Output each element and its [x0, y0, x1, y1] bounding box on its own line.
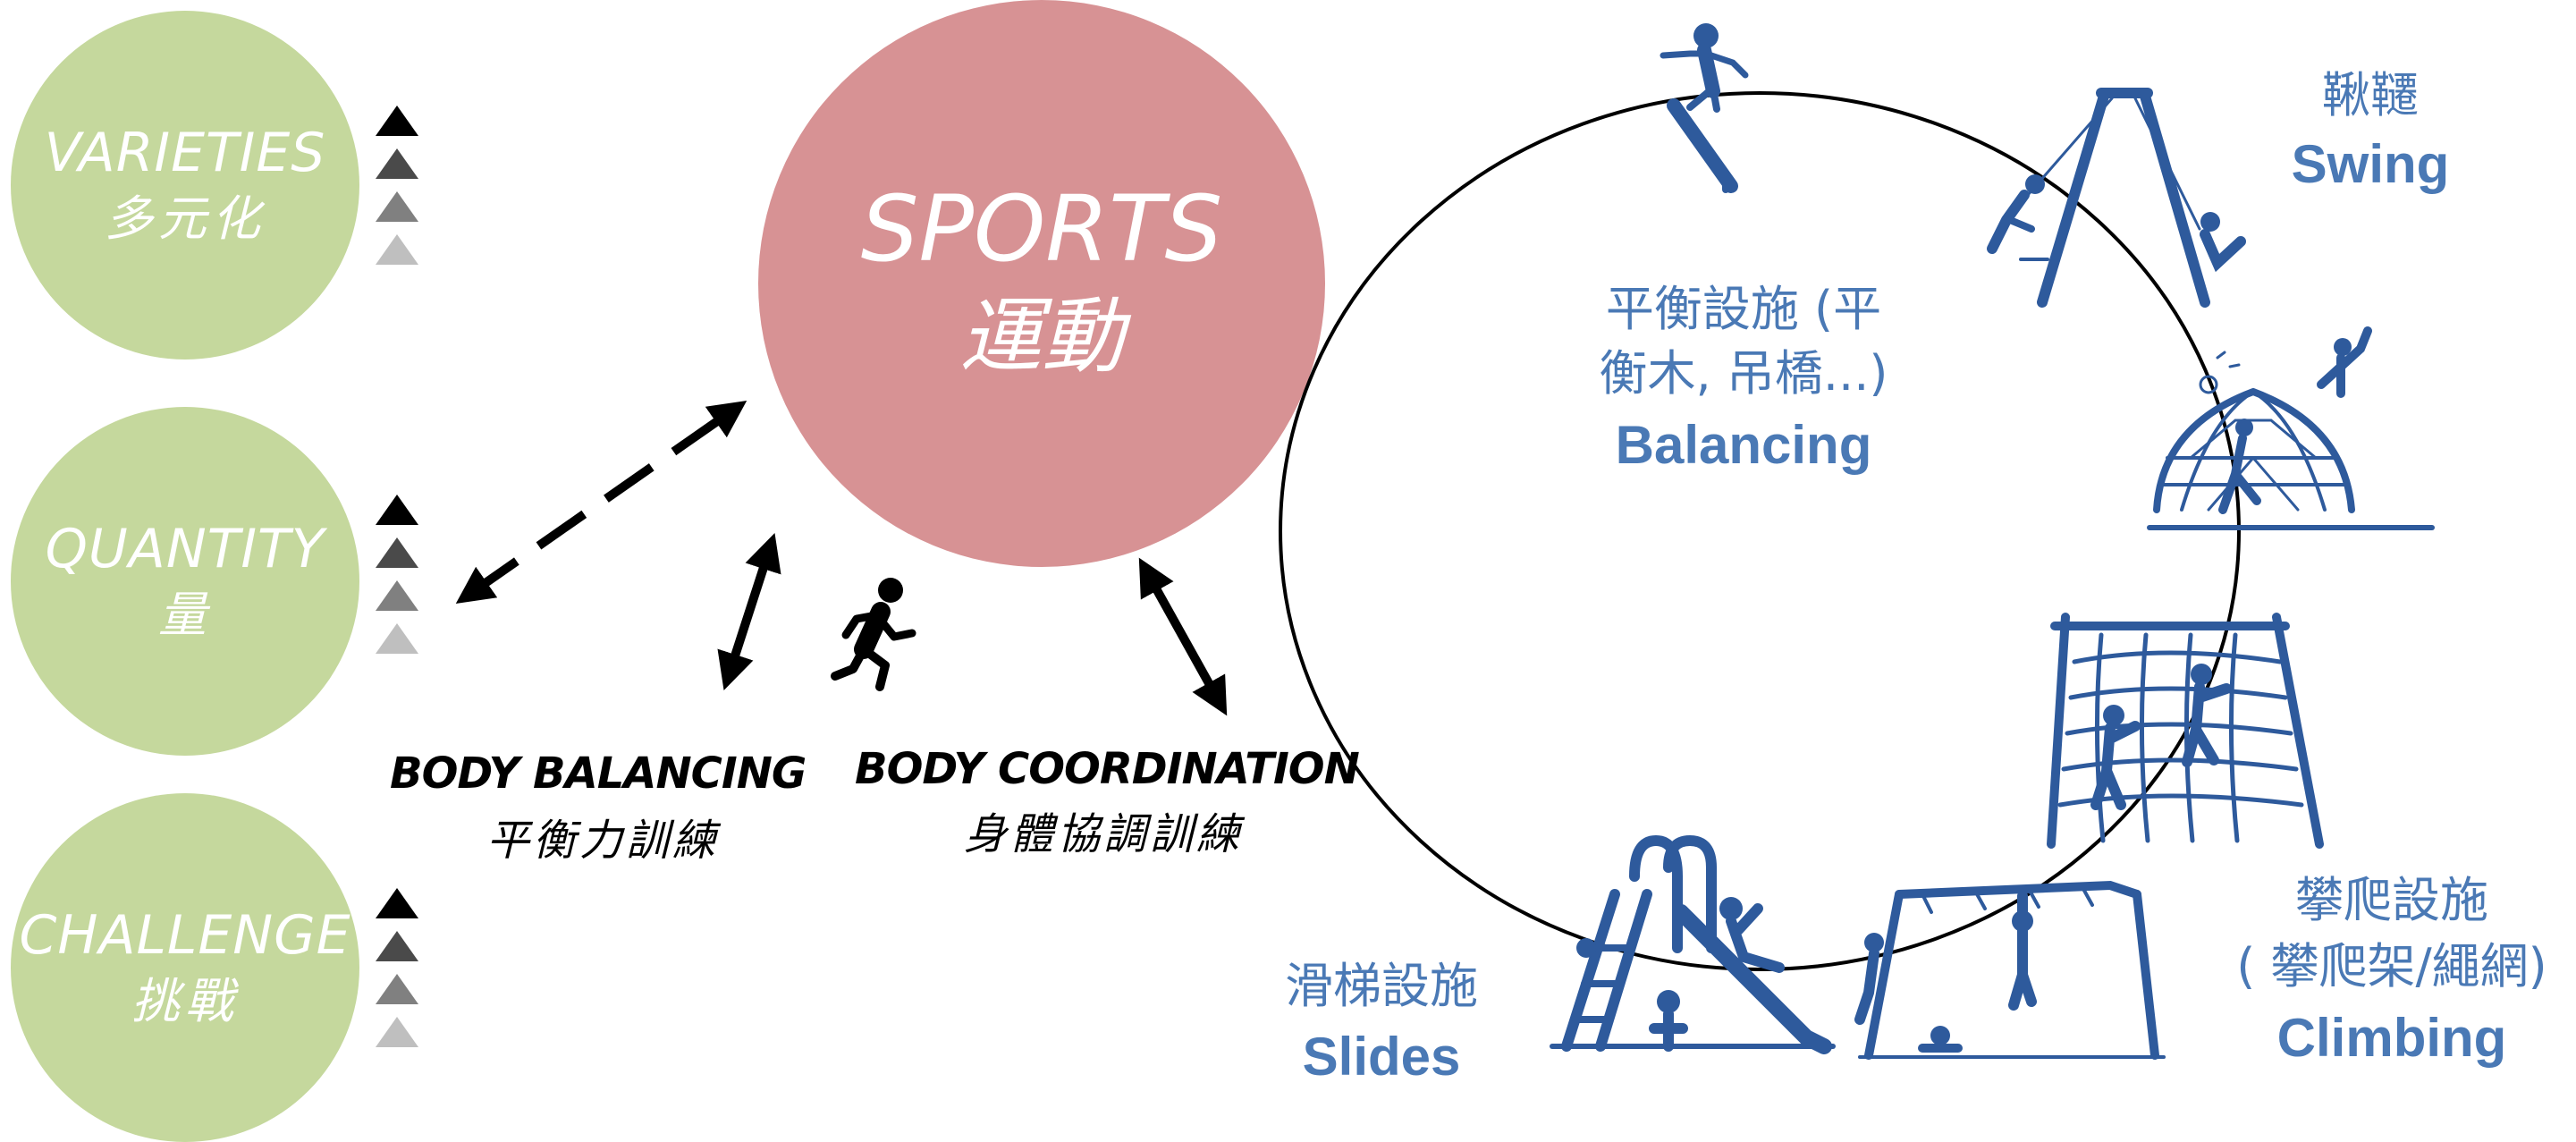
sports-circle: SPORTS 運動 — [758, 0, 1325, 567]
training-coordination-zh: 身體協調訓練 — [964, 809, 1244, 859]
level-triangle-icon — [376, 106, 418, 136]
balancing-zh-line1: 平衡設施 (平 — [1605, 281, 1882, 337]
factor-challenge-zh: 挑戰 — [131, 973, 239, 1029]
level-triangle-icon — [376, 623, 418, 654]
climbing-zh-line1: 攀爬設施 — [2295, 872, 2488, 928]
factor-varieties-en: VARIETIES — [44, 122, 326, 184]
training-balancing-zh: 平衡力訓練 — [486, 816, 720, 866]
label-slides: 滑梯設施 Slides — [1252, 953, 1511, 1095]
level-triangle-icon — [376, 888, 418, 918]
dome-climber-icon — [2147, 326, 2435, 530]
swing-en: Swing — [2291, 134, 2450, 194]
slides-zh: 滑梯設施 — [1285, 958, 1478, 1014]
runner-icon — [831, 578, 916, 691]
slide-icon — [1550, 834, 1836, 1054]
climbing-zh-line2: ( 攀爬架/繩網) — [2236, 938, 2547, 994]
level-triangle-icon — [376, 234, 418, 265]
factor-quantity-zh: 量 — [158, 587, 212, 643]
balance-beam-icon — [1660, 23, 1749, 193]
monkey-bars-icon — [1854, 880, 2166, 1060]
factor-quantity-en: QUANTITY — [45, 518, 325, 580]
factor-challenge-en: CHALLENGE — [19, 904, 351, 967]
arrow-coordination-sports — [1138, 557, 1228, 716]
level-triangle-icon — [376, 537, 418, 568]
training-balancing-en: BODY BALANCING — [390, 749, 807, 799]
sports-label-zh: 運動 — [959, 289, 1124, 385]
level-indicator-varieties — [376, 106, 426, 277]
swing-icon — [1987, 88, 2246, 308]
factor-circle-quantity: QUANTITY 量 — [11, 407, 359, 756]
label-balancing: 平衡設施 (平 衡木, 吊橋...) Balancing — [1556, 277, 1931, 485]
balancing-en: Balancing — [1615, 415, 1872, 475]
label-swing: 鞦韆 Swing — [2276, 64, 2464, 202]
arrow-quantity-sports — [455, 400, 747, 605]
level-triangle-icon — [376, 191, 418, 222]
training-coordination-en: BODY COORDINATION — [855, 744, 1360, 794]
level-triangle-icon — [376, 148, 418, 179]
level-triangle-icon — [376, 495, 418, 525]
factor-circle-varieties: VARIETIES 多元化 — [11, 11, 359, 360]
level-triangle-icon — [376, 1017, 418, 1047]
arrow-balancing-sports — [717, 533, 781, 690]
slides-en: Slides — [1302, 1027, 1461, 1087]
level-triangle-icon — [376, 580, 418, 611]
level-indicator-quantity — [376, 495, 426, 666]
level-indicator-challenge — [376, 888, 426, 1060]
sports-label-en: SPORTS — [860, 176, 1223, 283]
equipment-ring — [1279, 91, 2241, 971]
factor-circle-challenge: CHALLENGE 挑戰 — [11, 793, 359, 1142]
level-triangle-icon — [376, 974, 418, 1004]
climbing-net-icon — [2047, 613, 2324, 849]
level-triangle-icon — [376, 931, 418, 961]
climbing-en: Climbing — [2276, 1008, 2507, 1068]
label-climbing: 攀爬設施 ( 攀爬架/繩網) Climbing — [2209, 867, 2575, 1077]
balancing-zh-line2: 衡木, 吊橋...) — [1599, 345, 1888, 402]
swing-zh: 鞦韆 — [2322, 67, 2419, 123]
factor-varieties-zh: 多元化 — [105, 190, 266, 247]
